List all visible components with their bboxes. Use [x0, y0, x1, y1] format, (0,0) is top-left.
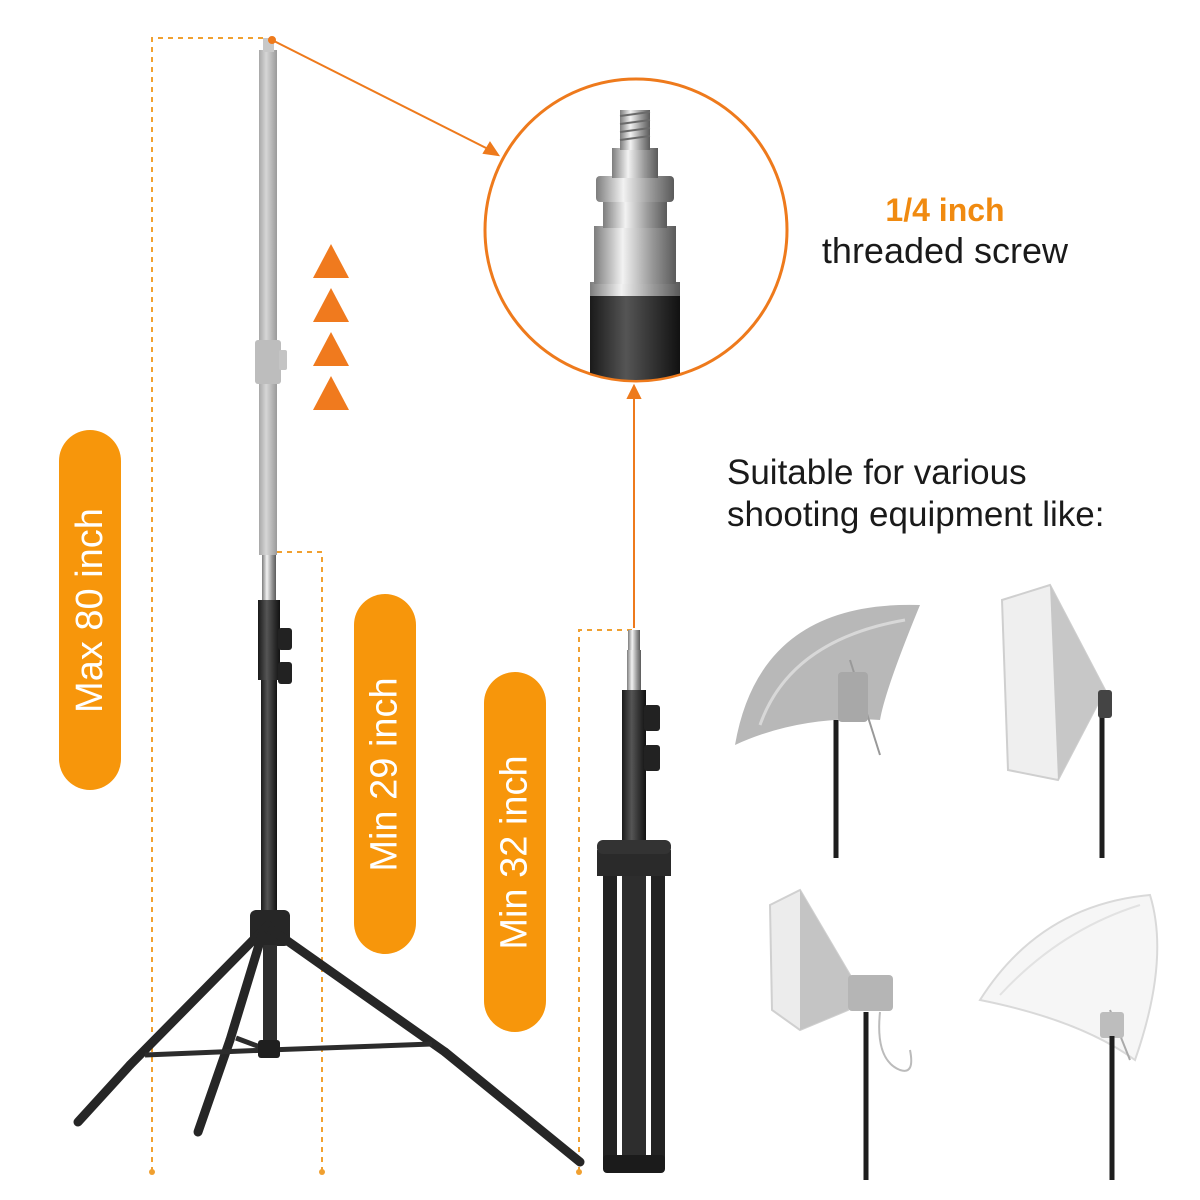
accessory-white-umbrella: [978, 893, 1159, 1180]
screw-size-title: 1/4 inch: [885, 192, 1005, 228]
accessories-heading-line1: Suitable for various: [727, 453, 1027, 492]
max-height-pill: Max 80 inch: [59, 430, 121, 790]
min-height-tall-label: Min 29 inch: [363, 676, 406, 872]
screw-size-subtitle: threaded screw: [821, 230, 1069, 271]
min-height-pill-tall: Min 29 inch: [354, 594, 416, 954]
measurement-guides: [151, 37, 634, 1172]
accessory-reflective-umbrella: [735, 604, 920, 858]
threaded-screw-zoom: [483, 77, 789, 383]
accessory-octagon-softbox: [768, 888, 913, 1180]
min-height-pill-folded: Min 32 inch: [484, 672, 546, 1032]
extended-light-stand: [73, 38, 585, 1167]
min-height-folded-label: Min 32 inch: [493, 754, 536, 950]
guide-end-dots: [149, 1169, 582, 1175]
callout-connectors: [268, 36, 642, 628]
folded-light-stand: [597, 630, 671, 1173]
accessory-square-softbox: [1000, 583, 1112, 858]
accessories-heading-line2: shooting equipment like:: [727, 495, 1105, 534]
accessories-heading: Suitable for various shooting equipment …: [727, 452, 1167, 536]
max-height-label: Max 80 inch: [68, 507, 111, 713]
extend-up-arrows-icon: [313, 244, 349, 410]
